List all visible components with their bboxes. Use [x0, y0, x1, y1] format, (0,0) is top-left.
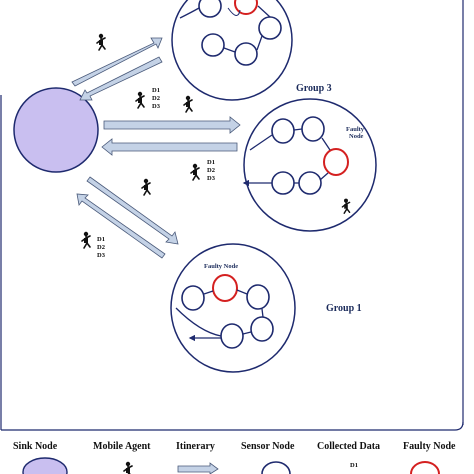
sink-node [13, 87, 99, 173]
data-label: D3 [97, 252, 106, 259]
group-3: Faulty Node [242, 98, 377, 232]
itinerary-arrow-out [86, 176, 179, 245]
faulty-node [234, 0, 258, 15]
legend-faulty-node-label: Faulty Node [403, 441, 456, 452]
data-label: D2 [207, 167, 215, 174]
data-label: D1 [207, 159, 215, 166]
faulty-node-label: Faulty Node [204, 263, 238, 270]
sensor-node [258, 16, 282, 40]
itinerary-arrow-return [101, 138, 238, 156]
sensor-node [246, 284, 270, 310]
legend-collected-data-label: Collected Data [317, 441, 380, 452]
data-label: D1 [97, 236, 105, 243]
sensor-node [250, 316, 274, 342]
faulty-node-label: Faulty Node [346, 126, 366, 140]
mobile-agent-icon [135, 91, 145, 109]
mobile-agent-icon [141, 178, 151, 196]
sensor-node [301, 116, 325, 142]
data-label: D1 [152, 87, 160, 94]
group-1-label: Group 1 [326, 303, 362, 314]
itinerary-arrow-out [71, 37, 163, 87]
mobile-agent-icon [96, 32, 106, 51]
group-top [171, 0, 293, 101]
legend-sink-node-label: Sink Node [13, 441, 58, 452]
itinerary-arrow-out [103, 116, 241, 134]
group-3-label: Group 3 [296, 83, 332, 94]
legend-itinerary-icon [177, 462, 219, 474]
faulty-node [323, 148, 349, 176]
mobile-agent-icon [190, 163, 200, 181]
legend-sensor-node-icon [261, 461, 291, 474]
legend-sink-node-icon [22, 457, 68, 474]
faulty-node-label-line1: Faulty [346, 126, 365, 133]
itinerary-arrows [71, 37, 241, 259]
legend: Sink Node Mobile Agent Itinerary Sensor … [13, 441, 456, 474]
sensor-node [271, 171, 295, 195]
sensor-node [234, 42, 258, 66]
group-1-itinerary [175, 289, 264, 337]
sensor-node [220, 323, 244, 349]
legend-sensor-node-label: Sensor Node [241, 441, 295, 452]
itinerary-arrow-return [79, 56, 163, 101]
legend-collected-data-sample: D1 [350, 462, 358, 469]
legend-mobile-agent-label: Mobile Agent [93, 441, 151, 452]
frame-bottom-line [1, 421, 464, 431]
data-label: D3 [207, 175, 216, 182]
mobile-agent-icon [183, 95, 193, 113]
group-1: Faulty Node [170, 243, 296, 373]
legend-itinerary-label: Itinerary [176, 441, 215, 452]
legend-mobile-agent-icon [123, 460, 133, 474]
data-stack: D1 D2 D3 [207, 159, 217, 182]
data-label: D3 [152, 103, 161, 110]
data-label: D2 [152, 95, 160, 102]
data-stack: D1 D2 D3 [97, 236, 107, 259]
mobile-agent-icon [81, 231, 91, 249]
sensor-node [271, 118, 295, 144]
group-top-return [227, 7, 241, 16]
data-label: D2 [97, 244, 105, 251]
faulty-node [212, 274, 238, 302]
group-3-itinerary [249, 128, 331, 184]
legend-faulty-node-icon [410, 461, 440, 474]
group-top-itinerary [179, 5, 271, 53]
group-top-boundary [171, 0, 293, 101]
itinerary-arrow-return [76, 193, 166, 259]
sensor-node [181, 285, 205, 311]
data-stack: D1 D2 D3 [152, 87, 162, 110]
sensor-node [198, 0, 222, 18]
sensor-node [201, 33, 225, 57]
faulty-node-label-line2: Node [349, 133, 364, 140]
sensor-node [298, 171, 322, 195]
